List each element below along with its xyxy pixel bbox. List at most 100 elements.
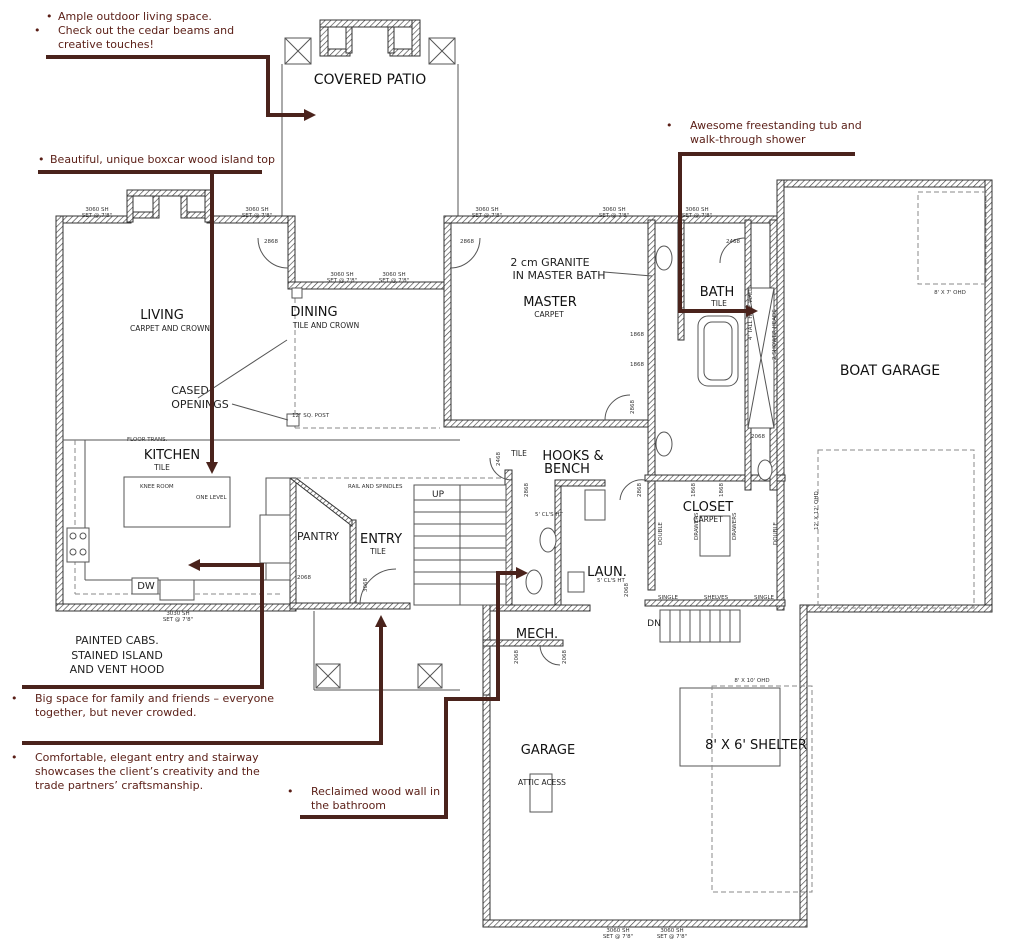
door-swing [449,237,481,269]
note-tub: • Awesome freestanding tub and walk-throu… [666,119,880,147]
window-label: SET @ 7'8" [379,278,409,284]
overhead-door-label: 8' X 10' OHD [734,678,769,684]
room-label-entry: ENTRY [360,532,402,547]
wall-segment [647,219,656,591]
range [66,527,90,563]
wall-segment [799,604,808,926]
stair-down-label: DN [647,619,661,629]
door-label: 2468 [726,239,740,245]
note-patio: •Ample outdoor living space. •Check out … [34,10,276,52]
window-label: SET @ 7'8" [599,213,629,219]
cased-openings-label-2: OPENINGS [171,398,228,411]
arrowhead [516,567,528,579]
note-reclaimed: •Reclaimed wood wall in the bathroom [287,785,461,813]
room-label-bench: BENCH [544,462,590,477]
patio-wall [387,26,395,54]
room-finish-living: CARPET AND CROWN [130,324,210,333]
fireplace-wall [126,189,212,197]
room-label-laundry: LAUN. [587,565,627,580]
room-label-hooks: HOOKS & [542,449,603,464]
wall-segment [644,474,786,482]
bullet-icon: • [11,692,18,705]
note-text: Awesome freestanding tub and walk-throug… [690,119,862,146]
room-label-boat-garage: BOAT GARAGE [840,363,940,379]
plan-annotations: 2 cm GRANITE IN MASTER BATH CASED OPENIN… [70,256,966,684]
floor-trans-label: FLOOR TRANS. [127,437,168,443]
bullet-icon: • [34,24,41,37]
vanity-sink [655,431,673,457]
note-item: •Check out the cedar beams and creative … [34,24,276,52]
door-swing [604,394,631,421]
window-label: 3060 SH [85,207,108,213]
square-post [291,287,303,299]
arrowhead [304,109,316,121]
door-swing [539,644,561,666]
wall-segment [482,604,491,696]
window-label: SET @ 7'8" [472,213,502,219]
granite-label-1: 2 cm GRANITE [510,256,589,269]
painted-cabs-label-3: AND VENT HOOD [70,663,165,676]
window-label: SET @ 7'8" [327,278,357,284]
room-label-closet: CLOSET [683,500,734,515]
burner [79,532,87,540]
patio-column-x [284,37,312,65]
vanity-sink [655,245,673,271]
door-label: 2068 [297,575,311,581]
note-text: Big space for family and friends – every… [35,692,275,719]
bullet-icon: • [38,153,45,166]
closet-shelf-label: SINGLE [754,595,775,601]
door-label: 2868 [630,400,636,414]
room-label-covered-patio: COVERED PATIO [314,72,427,88]
note-item: •Ample outdoor living space. [46,10,276,24]
closet-height-label: 5' CL'S HT [597,578,626,584]
bullet-icon: • [666,119,673,132]
wall-segment [482,919,808,928]
room-finish-dining: TILE AND CROWN [292,321,359,330]
door-swing [359,568,397,606]
room-finish-kitchen: TILE [153,463,170,472]
bench-seat [539,527,557,553]
door-swing [489,457,513,481]
callout-arrow-family [22,563,264,689]
wall-segment [288,477,353,528]
wall-segment [443,419,655,428]
porch-column-x [417,663,443,689]
door-swing [257,237,289,269]
bullet-icon: • [287,785,294,798]
overhead-door [917,191,987,285]
callout-arrow-patio [46,55,306,117]
door-label: 2868 [524,483,530,497]
rail-label: RAIL AND SPINDLES [348,484,403,490]
knee-room-label: KNEE ROOM [140,484,174,490]
toilet [757,459,773,481]
powder-toilet [525,569,543,595]
wall-segment [443,215,452,427]
window-label: 3060 SH [685,207,708,213]
wall-segment [644,599,786,607]
window-label: SET @ 7'8" [603,934,633,940]
closet-shelf-label: SHELVES [704,595,729,601]
wall-segment [289,602,411,610]
arrowhead [206,462,218,474]
window-label: 3060 SH [602,207,625,213]
patio-wall [411,19,421,57]
door-label: 2468 [496,452,502,466]
dw-label: DW [137,581,155,592]
shower-x [747,287,775,429]
door-label: 2868 [637,483,643,497]
burner [69,532,77,540]
wall-segment [287,281,449,290]
porch-column-x [315,663,341,689]
room-finish-bath: TILE [710,299,727,308]
window-labels: 3060 SH SET @ 7'8" 3060 SH SET @ 7'8" 30… [82,207,712,940]
room-label-bath: BATH [700,285,735,300]
wall-segment [776,179,993,188]
door-labels: 2868 2868 2468 1868 1868 2868 2068 2468 … [264,239,765,664]
room-finish-hooks: TILE [510,449,527,458]
callout-arrow-entry [22,625,383,745]
window-label: 3060 SH [245,207,268,213]
room-label-master: MASTER [523,295,577,310]
shower-heads-label: 2 SHOWER HEADS [772,309,778,360]
sink-laundry [567,571,585,593]
